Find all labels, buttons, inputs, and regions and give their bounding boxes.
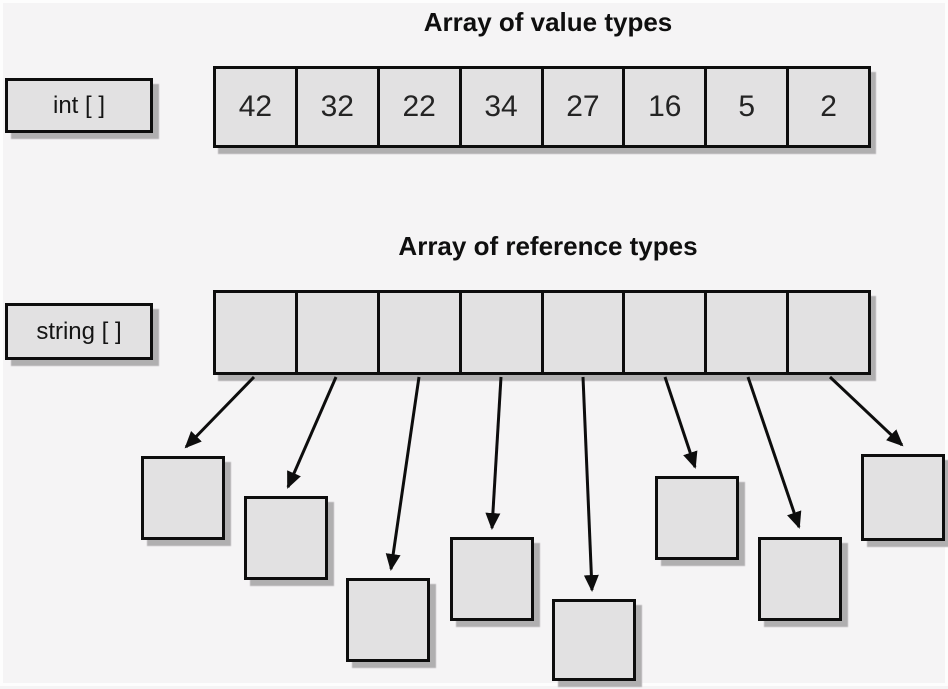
reference-array-title: Array of reference types (398, 231, 698, 261)
reference-cell-4 (540, 293, 623, 372)
referenced-object-box-1 (141, 456, 225, 540)
reference-cell-1 (294, 293, 377, 372)
referenced-object-box-2 (244, 496, 328, 580)
referenced-object-box-4 (450, 537, 534, 621)
value-array-title: Array of value types (423, 7, 673, 37)
arrow-cell0-to-box1 (184, 375, 256, 449)
value-cell-1: 32 (294, 69, 377, 145)
value-cell-5: 16 (622, 69, 705, 145)
reference-array (213, 290, 871, 375)
reference-cell-2 (376, 293, 459, 372)
value-cell-2: 22 (376, 69, 459, 145)
string-array-label-box: string [ ] (5, 303, 153, 360)
referenced-object-box-8 (861, 454, 945, 541)
reference-cell-3 (458, 293, 541, 372)
arrow-cell5-to-box6 (663, 376, 698, 469)
value-cell-4: 27 (540, 69, 623, 145)
arrow-cell3-to-box4 (485, 376, 503, 530)
referenced-object-box-3 (346, 578, 430, 662)
reference-cell-0 (216, 293, 295, 372)
value-array: 42 32 22 34 27 16 5 2 (213, 66, 871, 148)
value-cell-3: 34 (458, 69, 541, 145)
arrow-cell2-to-box3 (385, 376, 421, 571)
reference-cell-7 (786, 293, 868, 372)
int-array-label-box: int [ ] (5, 78, 153, 133)
arrow-cell6-to-box7 (746, 376, 802, 529)
string-array-label: string [ ] (36, 317, 122, 345)
arrow-cell7-to-box8 (828, 375, 904, 447)
value-cell-0: 42 (216, 69, 295, 145)
int-array-label: int [ ] (52, 91, 106, 119)
reference-cell-5 (622, 293, 705, 372)
referenced-object-box-5 (552, 599, 636, 681)
arrow-cell4-to-box5 (581, 376, 599, 592)
referenced-object-box-7 (758, 537, 842, 621)
arrow-cell1-to-box2 (286, 376, 338, 489)
referenced-object-box-6 (655, 476, 739, 560)
value-cell-7: 2 (786, 69, 868, 145)
reference-cell-6 (704, 293, 787, 372)
value-cell-6: 5 (704, 69, 787, 145)
